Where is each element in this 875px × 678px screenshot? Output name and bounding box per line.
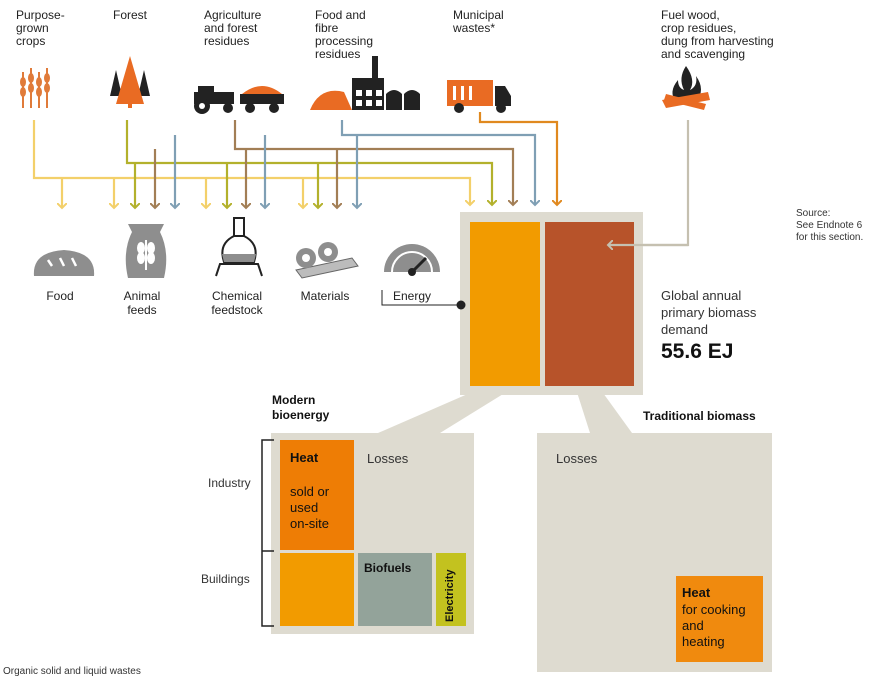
use-energy-label: Energy [392, 289, 432, 303]
traditional-heat-title: Heat [682, 585, 711, 600]
modern-bar [470, 222, 540, 386]
truck-icon [447, 80, 511, 113]
flow-agri [155, 120, 513, 208]
modern-heat-industry [280, 440, 354, 550]
traditional-title: Traditional biomass [643, 409, 756, 423]
use-food-label: Food [46, 289, 74, 303]
energy-connector [381, 290, 460, 306]
factory-icon [310, 56, 420, 110]
modern-industry-label: Industry [208, 476, 251, 490]
biofuels-label: Biofuels [364, 561, 412, 575]
traditional-heat-box [676, 576, 763, 662]
flow-foodfibre [175, 120, 535, 208]
traditional-heat-sub: for cooking and heating [682, 602, 746, 649]
traditional-wedge [575, 386, 632, 433]
sector-bracket [261, 439, 274, 627]
modern-title: Modern bioenergy [272, 393, 330, 422]
electricity-box [436, 553, 466, 626]
modern-heat-sub: sold or used on-site [290, 484, 330, 531]
traditional-losses-label: Losses [556, 451, 598, 466]
flask-icon [215, 217, 263, 277]
modern-wedge [378, 386, 516, 433]
source-municipal-label: Municipal wastes* [453, 8, 504, 35]
use-materials-label: Materials [300, 289, 350, 303]
source-food-fibre-label: Food and fibre processing residues [315, 8, 374, 61]
demand-label: Global annual primary biomass demand [661, 288, 757, 337]
flow-municipal [478, 112, 557, 205]
use-animal-feeds-label: Animal feeds [123, 289, 161, 317]
modern-losses-label: Losses [367, 451, 409, 466]
rolls-icon [295, 242, 359, 279]
source-crops-label: Purpose- grown crops [16, 8, 65, 48]
modern-heat-title: Heat [290, 450, 319, 465]
tree-icon [110, 56, 150, 108]
traditional-bar [545, 222, 634, 386]
bread-icon [33, 250, 95, 276]
demand-value: 55.6 EJ [661, 340, 734, 363]
source-fuel-wood-label: Fuel wood, crop residues, dung from harv… [661, 8, 774, 61]
fire-icon [662, 66, 710, 110]
gauge-icon [384, 244, 440, 276]
source-forest-label: Forest [113, 8, 148, 22]
use-chemical-label: Chemical feedstock [211, 289, 263, 317]
modern-heat-buildings [280, 553, 354, 626]
wheat-icon [20, 68, 50, 108]
source-note: Source: See Endnote 6 for this section. [796, 208, 864, 243]
footnote: Organic solid and liquid wastes [3, 666, 141, 677]
energy-connector-dot [456, 300, 466, 310]
electricity-label: Electricity [444, 569, 456, 622]
source-agriculture-label: Agriculture and forest residues [204, 8, 262, 48]
modern-buildings-label: Buildings [201, 572, 250, 586]
feed-sack-icon [125, 224, 167, 278]
flow-forest [125, 120, 492, 208]
biofuels-box [358, 553, 432, 626]
tractor-icon [194, 86, 284, 114]
flow-crops [32, 120, 470, 208]
